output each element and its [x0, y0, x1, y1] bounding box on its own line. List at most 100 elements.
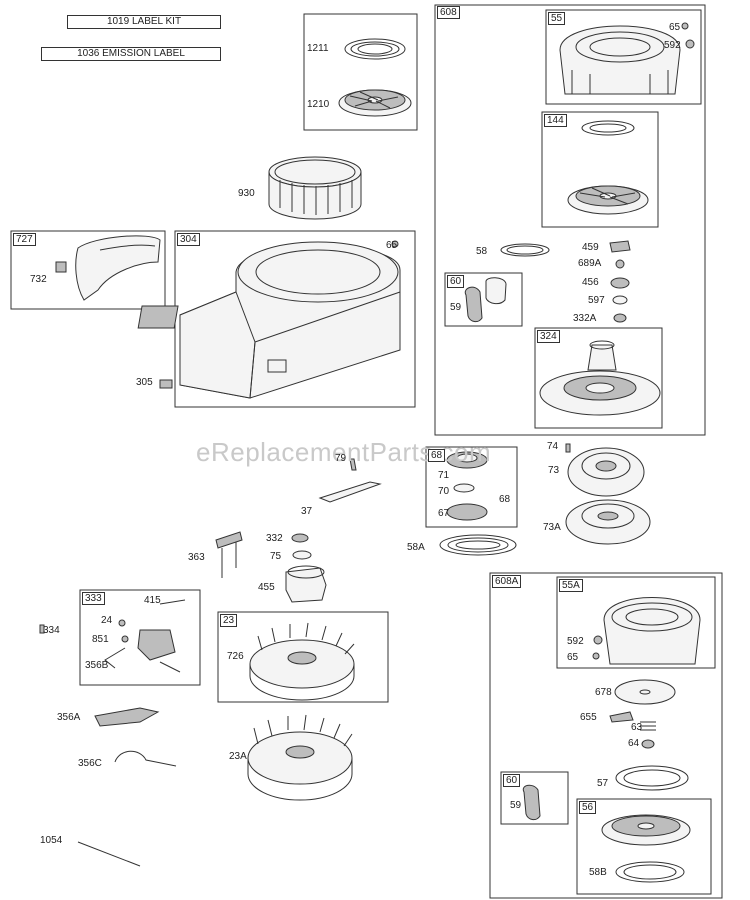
part-305[interactable]: 305 [136, 377, 153, 388]
part-74[interactable]: 74 [547, 441, 559, 452]
part-456[interactable]: 456 [582, 277, 599, 288]
part-655[interactable]: 655 [580, 712, 597, 723]
group-tag-333[interactable]: 333 [82, 592, 105, 605]
part-73A[interactable]: 73A [543, 522, 561, 533]
group-tag-55[interactable]: 55 [548, 12, 566, 25]
part-356A[interactable]: 356A [57, 712, 81, 723]
part-356B[interactable]: 356B [85, 660, 109, 671]
group-tag-60-bottom[interactable]: 60 [503, 774, 521, 787]
cup-324-drawing [539, 340, 661, 416]
group-tag-56[interactable]: 56 [579, 801, 597, 814]
frame-rewind-spring [303, 13, 418, 131]
part-689A[interactable]: 689A [578, 258, 602, 269]
part-332A[interactable]: 332A [573, 313, 597, 324]
part-597[interactable]: 597 [588, 295, 605, 306]
part-63[interactable]: 63 [631, 722, 643, 733]
label-kit[interactable]: 1019 LABEL KIT [67, 15, 221, 29]
part-58[interactable]: 58 [476, 246, 488, 257]
part-455[interactable]: 455 [258, 582, 275, 593]
part-65-bottom[interactable]: 65 [567, 652, 579, 663]
pulley-144-drawing [567, 185, 649, 215]
group-tag-324[interactable]: 324 [537, 330, 560, 343]
disc-678-drawing [614, 679, 676, 705]
flywheel-23-drawing [249, 622, 355, 701]
flywheel-23A-drawing [247, 714, 353, 801]
part-24[interactable]: 24 [101, 615, 113, 626]
bracket-37-drawing [318, 458, 382, 503]
part-332[interactable]: 332 [266, 533, 283, 544]
wire-356A-drawing [94, 707, 160, 727]
part-68-callout[interactable]: 68 [499, 494, 511, 505]
pulley-56-drawing [601, 814, 691, 846]
frame-56 [576, 798, 712, 895]
rope-57-drawing [615, 765, 689, 791]
part-334[interactable]: 334 [43, 625, 60, 636]
blower-housing-304-drawing [137, 240, 401, 399]
part-79[interactable]: 79 [335, 453, 347, 464]
armature-333-drawing [104, 599, 186, 673]
part-678[interactable]: 678 [595, 687, 612, 698]
part-70[interactable]: 70 [438, 486, 450, 497]
part-59-bottom[interactable]: 59 [510, 800, 522, 811]
group-tag-727[interactable]: 727 [13, 233, 36, 246]
group-tag-608[interactable]: 608 [437, 6, 460, 19]
part-75[interactable]: 75 [270, 551, 282, 562]
screw-334-drawing [39, 624, 45, 634]
part-930[interactable]: 930 [238, 188, 255, 199]
frame-60-bottom [500, 771, 569, 825]
screw-65-592-drawing [681, 22, 695, 49]
frame-144 [541, 111, 659, 228]
frame-608 [434, 4, 706, 436]
part-65-mid[interactable]: 65 [386, 240, 398, 251]
part-851[interactable]: 851 [92, 634, 109, 645]
part-459[interactable]: 459 [582, 242, 599, 253]
part-356C[interactable]: 356C [78, 758, 102, 769]
nut-64-drawing [641, 739, 655, 749]
part-23A[interactable]: 23A [229, 751, 247, 762]
part-67[interactable]: 67 [438, 508, 450, 519]
part-64[interactable]: 64 [628, 738, 640, 749]
part-57[interactable]: 57 [597, 778, 609, 789]
part-592-top[interactable]: 592 [664, 40, 681, 51]
baffle-727-drawing [55, 235, 161, 301]
part-65-top[interactable]: 65 [669, 22, 681, 33]
part-726[interactable]: 726 [227, 651, 244, 662]
frame-60-top [444, 272, 523, 327]
part-732[interactable]: 732 [30, 274, 47, 285]
frame-333 [79, 589, 201, 686]
part-58B[interactable]: 58B [589, 867, 607, 878]
handle-60-drawing [464, 277, 507, 323]
part-58A[interactable]: 58A [407, 542, 425, 553]
frame-55A [556, 576, 716, 669]
plate-73A-drawing [565, 499, 651, 545]
group-tag-60-top[interactable]: 60 [447, 275, 465, 288]
group-tag-608A[interactable]: 608A [492, 575, 522, 588]
group-tag-68[interactable]: 68 [428, 449, 446, 462]
part-1210[interactable]: 1210 [307, 99, 330, 110]
housing-55-drawing [559, 25, 681, 95]
part-415[interactable]: 415 [144, 595, 161, 606]
wire-356C-drawing [114, 750, 177, 767]
part-1211[interactable]: 1211 [307, 43, 329, 54]
group-tag-144[interactable]: 144 [544, 114, 567, 127]
part-37[interactable]: 37 [301, 506, 313, 517]
tie-1054-drawing [77, 841, 141, 867]
group-tag-23[interactable]: 23 [220, 614, 238, 627]
part-59-top[interactable]: 59 [450, 302, 462, 313]
rope-58B-drawing [615, 861, 685, 883]
cup-455-drawing [285, 565, 327, 603]
emission-label[interactable]: 1036 EMISSION LABEL [41, 47, 221, 61]
part-71[interactable]: 71 [438, 470, 450, 481]
group-tag-304[interactable]: 304 [177, 233, 200, 246]
spring-144-drawing [581, 120, 635, 136]
frame-608A [489, 572, 723, 899]
part-592-bottom[interactable]: 592 [567, 636, 584, 647]
frame-23 [217, 611, 389, 703]
part-73[interactable]: 73 [548, 465, 560, 476]
part-363[interactable]: 363 [188, 552, 205, 563]
part-1054[interactable]: 1054 [40, 835, 63, 846]
frame-68 [425, 446, 518, 528]
frame-727 [10, 230, 166, 310]
group-tag-55A[interactable]: 55A [559, 579, 583, 592]
